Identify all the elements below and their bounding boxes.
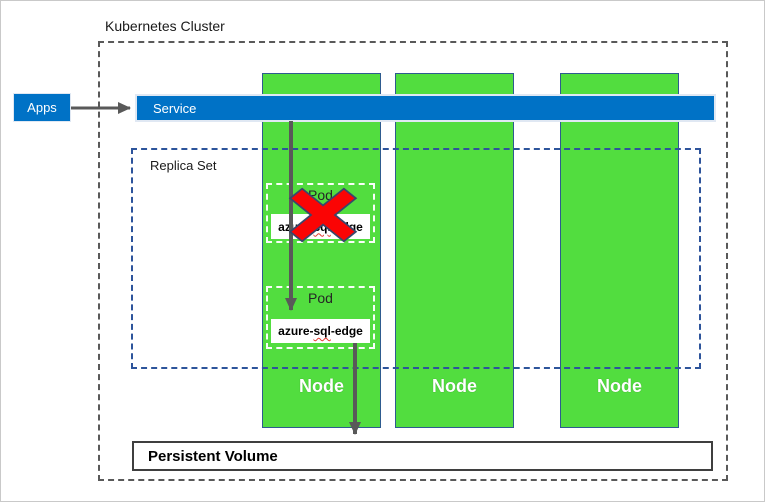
cluster-title: Kubernetes Cluster — [105, 18, 225, 34]
apps-box: Apps — [14, 94, 70, 121]
pod-running: Pod azure-sql-edge — [266, 286, 375, 349]
node-3-label: Node — [597, 376, 642, 396]
persistent-volume-box: Persistent Volume — [132, 441, 713, 471]
kubernetes-cluster-boundary — [98, 41, 728, 481]
persistent-volume-label: Persistent Volume — [148, 447, 278, 465]
container-name-part: azure- — [278, 324, 314, 338]
container-chip-azure-sql-edge: azure-sql-edge — [271, 319, 370, 343]
apps-label: Apps — [27, 100, 57, 115]
replica-set-label: Replica Set — [150, 158, 217, 173]
pod-running-label: Pod — [308, 290, 333, 306]
node-1-label: Node — [299, 376, 344, 396]
container-name-part-misspell: sql — [313, 324, 331, 338]
replica-set-boundary: Replica Set — [131, 148, 701, 369]
node-2-label: Node — [432, 376, 477, 396]
service-bar: Service — [137, 96, 714, 120]
service-label: Service — [153, 100, 197, 116]
container-name-part: -edge — [330, 324, 363, 338]
